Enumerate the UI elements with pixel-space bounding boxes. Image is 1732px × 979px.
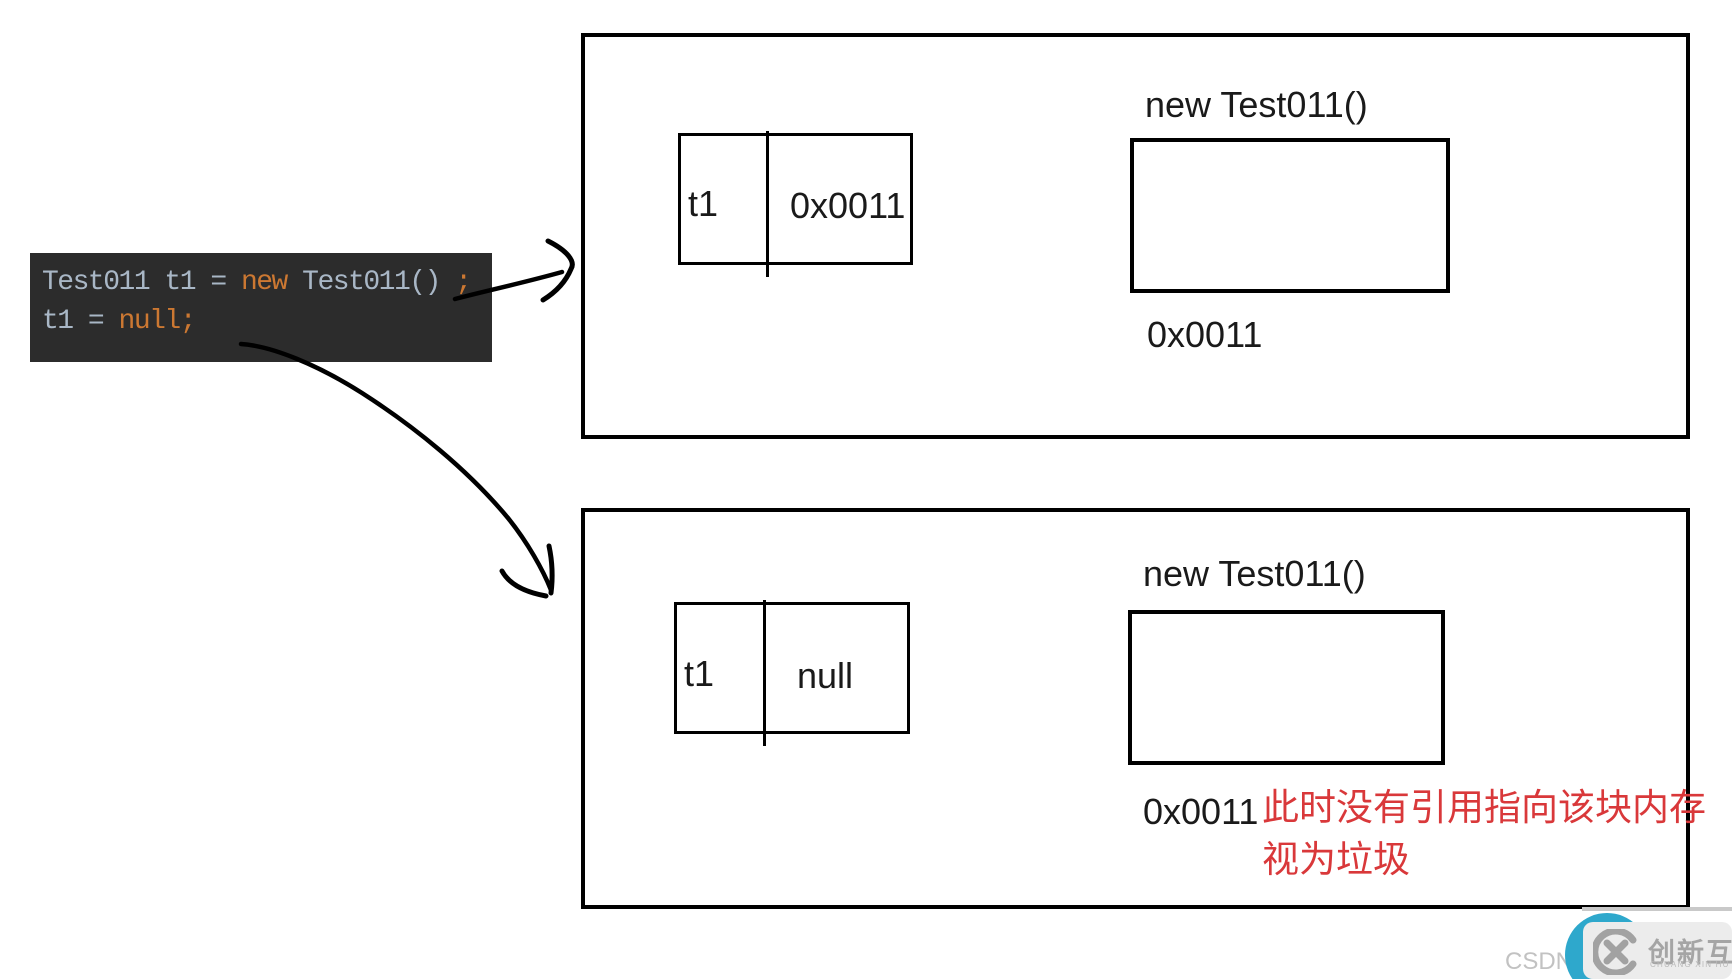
bottom-heap-object-box	[1128, 610, 1445, 765]
keyword-null-token: null;	[118, 306, 197, 337]
top-variable-name: t1	[688, 183, 719, 224]
code-line-1: Test011 t1 = new Test011() ;	[42, 263, 492, 302]
bottom-heap-object-label: new Test011()	[1143, 553, 1366, 594]
top-stack-variable-box	[678, 133, 913, 265]
arrow-to-top-frame-head	[540, 238, 575, 303]
garbage-note-line1: 此时没有引用指向该块内存	[1262, 787, 1706, 828]
brand-cx-logo-icon	[1593, 929, 1637, 975]
top-heap-object-box	[1130, 138, 1450, 293]
code-line-2: t1 = null;	[42, 302, 492, 341]
code-token: Test011 t1 =	[42, 267, 241, 298]
arrow-to-bottom-frame-head-right	[546, 543, 555, 596]
bottom-stack-variable-box	[674, 602, 910, 734]
brand-name-text: 创新互联	[1648, 938, 1732, 968]
brand-subtext: CHUANG XIN HU LIAN	[1650, 960, 1732, 969]
code-panel: Test011 t1 = new Test011() ; t1 = null;	[30, 253, 492, 362]
top-heap-object-label: new Test011()	[1145, 84, 1368, 125]
top-memory-state-frame	[581, 33, 1690, 439]
bottom-variable-value: null	[797, 655, 854, 696]
code-token: t1 =	[42, 306, 119, 337]
top-variable-box-divider	[766, 131, 769, 277]
semicolon-token: ;	[439, 267, 472, 298]
top-variable-value: 0x0011	[790, 185, 906, 226]
bottom-heap-address: 0x0011	[1143, 791, 1259, 832]
code-token: Test011()	[286, 267, 441, 298]
brand-watermark-card: 创新互联 CHUANG XIN HU LIAN	[1583, 922, 1732, 979]
bottom-memory-state-frame	[581, 508, 1690, 909]
top-heap-address: 0x0011	[1147, 314, 1263, 355]
arrow-to-bottom-frame-line	[238, 341, 554, 593]
bottom-variable-name: t1	[684, 653, 715, 694]
arrow-to-bottom-frame-head-left	[499, 568, 549, 599]
keyword-new-token: new	[240, 267, 288, 298]
bottom-variable-box-divider	[763, 600, 766, 746]
garbage-note-line2: 视为垃圾	[1262, 839, 1410, 880]
